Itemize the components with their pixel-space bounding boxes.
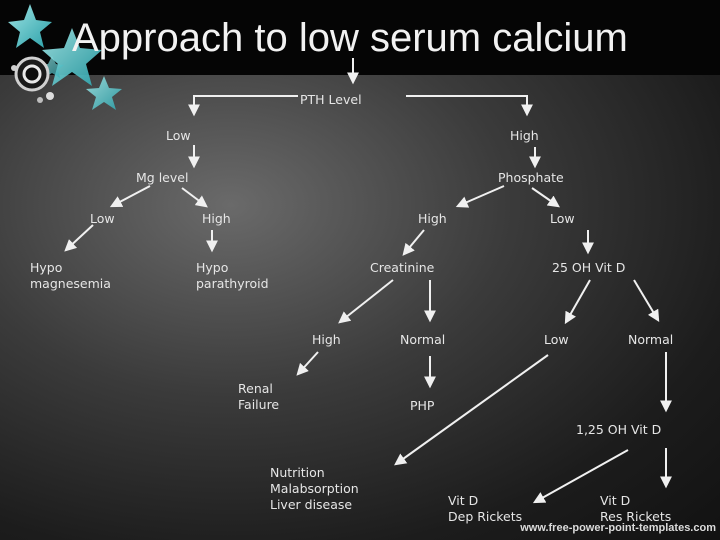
pth-level-node: PTH Level: [300, 92, 362, 107]
phosphate-node: Phosphate: [498, 170, 564, 185]
phosphate-high-node: High: [418, 211, 447, 226]
mg-high-node: High: [202, 211, 231, 226]
arrow-vitdlow-nutrition: [394, 354, 549, 466]
phosphate-low-node: Low: [550, 211, 575, 226]
slide-title: Approach to low serum calcium: [72, 16, 628, 60]
arrow-creathigh-renal: [296, 351, 319, 376]
star-decoration-icon: [8, 4, 122, 110]
vitd25-node: 25 OH Vit D: [552, 260, 626, 275]
arrow-pth-low: [188, 95, 298, 117]
arrow-mg-low: [109, 185, 151, 208]
arrow-mg-high: [181, 187, 208, 208]
vitd125-node: 1,25 OH Vit D: [576, 422, 662, 437]
vitd-dep-rickets-node: Vit D Dep Rickets: [448, 493, 523, 524]
arrow-pth-high: [406, 95, 533, 117]
title-band: [0, 0, 720, 75]
creatinine-normal-node: Normal: [400, 332, 446, 347]
mg-level-node: Mg level: [136, 170, 189, 185]
arrow-vitd25-low: [564, 279, 591, 325]
renal-failure-node: Renal Failure: [238, 381, 280, 412]
mg-low-node: Low: [90, 211, 115, 226]
arrow-125-dep: [532, 449, 629, 504]
hypomagnesemia-node: Hypo magnesemia: [30, 260, 111, 291]
pth-low-node: Low: [166, 128, 191, 143]
vitd25-low-node: Low: [544, 332, 569, 347]
vitd25-normal-node: Normal: [628, 332, 674, 347]
footer-url: www.free-power-point-templates.com: [520, 522, 716, 534]
creatinine-node: Creatinine: [370, 260, 435, 275]
arrow-phoshigh-creat: [402, 229, 425, 256]
arrow-phos-low: [531, 187, 560, 208]
php-node: PHP: [410, 398, 435, 413]
pth-high-node: High: [510, 128, 539, 143]
creatinine-high-node: High: [312, 332, 341, 347]
arrow-phos-high: [455, 185, 505, 208]
arrow-vitd25-normal: [633, 279, 660, 323]
hypoparathyroid-node: Hypo parathyroid: [196, 260, 269, 291]
nutrition-malabsorption-node: Nutrition Malabsorption Liver disease: [270, 465, 359, 512]
vitd-res-rickets-node: Vit D Res Rickets: [600, 493, 672, 524]
arrow-mglow-hypomg: [64, 224, 94, 252]
arrow-creat-high: [338, 279, 394, 324]
